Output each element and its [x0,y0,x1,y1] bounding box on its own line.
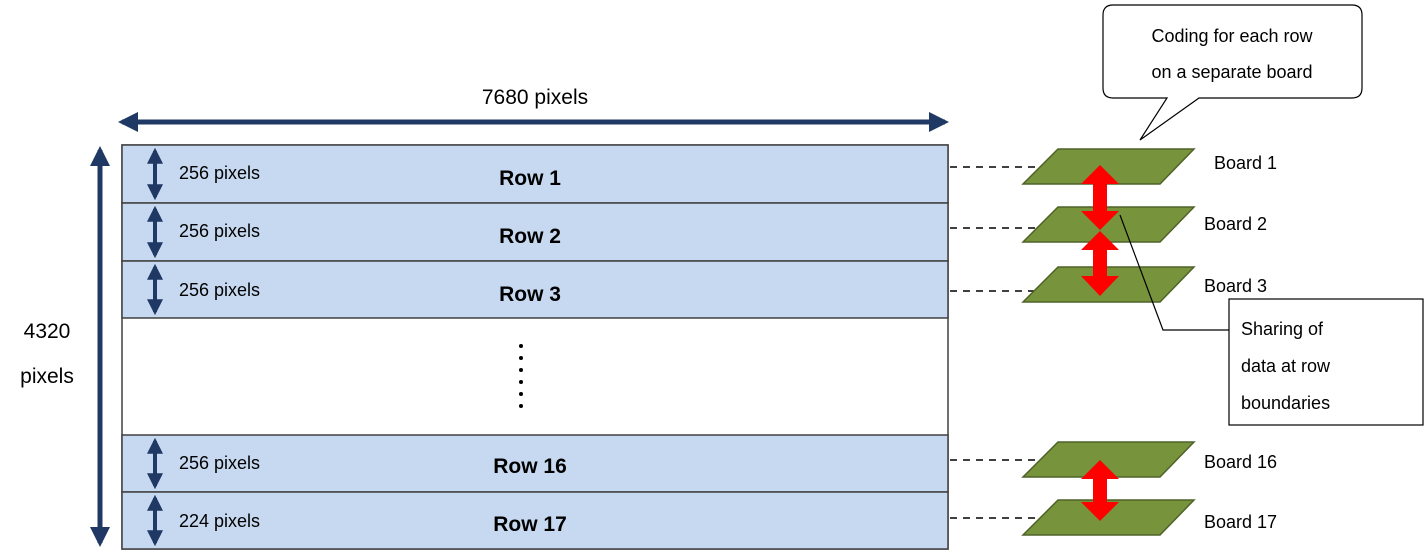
sharing-arrow-1-2 [1081,165,1119,230]
row-label: Row 3 [499,283,561,306]
row-size-label: 224 pixels [179,511,260,531]
row-1: 256 pixels Row 1 [121,144,949,204]
board-label: Board 16 [1204,452,1277,472]
row-label: Row 1 [499,167,561,190]
ellipsis-dot [519,392,523,396]
sharing-note: Sharing of data at row boundaries [1119,214,1424,426]
row-3: 256 pixels Row 3 [121,260,949,319]
ellipsis-dots [519,344,523,408]
note-line-2: data at row [1241,356,1331,376]
board-label: Board 2 [1204,214,1267,234]
sharing-arrow-2-3 [1081,231,1119,296]
note-line-3: boundaries [1241,393,1330,413]
board-16-icon [1021,441,1196,478]
ellipsis-dot [519,344,523,348]
row-band [121,260,949,319]
row-band [121,491,949,550]
ellipsis-dot [519,380,523,384]
row-17: 224 pixels Row 17 [121,491,949,550]
note-box [1228,298,1424,426]
row-label: Row 16 [493,455,567,478]
board-1-icon [1021,148,1196,185]
row-size-label: 256 pixels [179,453,260,473]
note-line-1: Sharing of [1241,319,1324,339]
row-2: 256 pixels Row 2 [121,202,949,262]
board-label: Board 3 [1204,276,1267,296]
row-16: 256 pixels Row 16 [121,434,949,493]
height-label-line2: pixels [20,365,74,388]
row-size-label: 256 pixels [179,280,260,300]
callout-line-1: Coding for each row [1151,26,1313,46]
boards [1021,148,1196,536]
board-2-icon [1021,206,1196,243]
height-dimension: 4320 pixels [20,146,110,547]
board-label: Board 1 [1214,153,1277,173]
board-label: Board 17 [1204,512,1277,532]
width-label: 7680 pixels [482,86,588,109]
ellipsis-dot [519,404,523,408]
row-label: Row 17 [493,513,567,536]
sharing-arrow-16-17 [1081,460,1119,521]
row-size-label: 256 pixels [179,163,260,183]
width-dimension: 7680 pixels [118,86,949,132]
callout-bubble: Coding for each row on a separate board [1102,4,1363,141]
row-size-label: 256 pixels [179,221,260,241]
callout-shape [1102,4,1363,141]
row-label: Row 2 [499,225,561,248]
row-board-connectors [950,166,1043,519]
row-band [121,144,949,204]
note-leader-line [1119,214,1229,331]
board-17-icon [1021,499,1196,536]
sharing-arrows [1081,165,1119,521]
height-label-line1: 4320 [24,320,71,343]
callout-line-2: on a separate board [1151,62,1312,82]
board-labels: Board 1 Board 2 Board 3 Board 16 Board 1… [1204,153,1277,532]
row-band [121,202,949,262]
ellipsis-dot [519,356,523,360]
ellipsis-dot [519,368,523,372]
